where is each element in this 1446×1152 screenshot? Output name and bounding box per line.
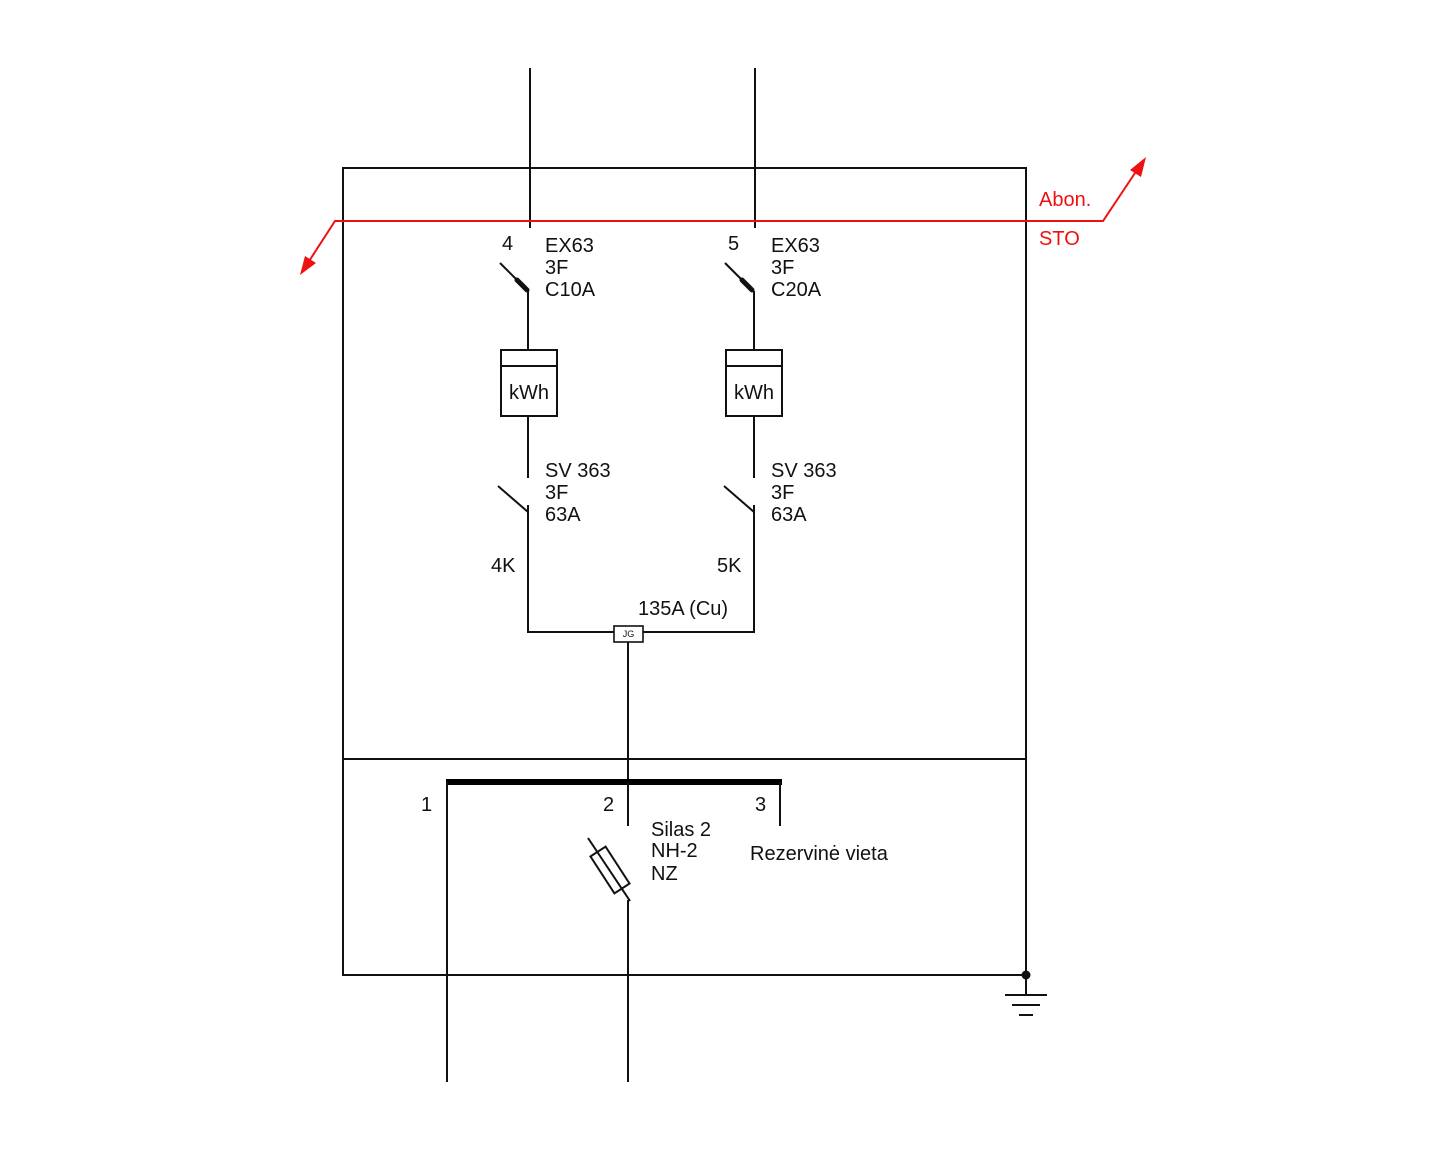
feeder-4-breaker-model: EX63 xyxy=(545,235,594,257)
busbar: 1 2 Silas 2 NH-2 NZ 3 Rezervinė vieta xyxy=(421,779,889,1082)
fuse-code: NZ xyxy=(651,863,678,885)
feeder-5-breaker-model: EX63 xyxy=(771,235,820,257)
output-1-number: 1 xyxy=(421,794,432,816)
junction-rating: 135A (Cu) xyxy=(638,598,728,620)
disconnect-switch-icon xyxy=(497,485,529,520)
feeder-4-breaker-rating: C10A xyxy=(545,279,596,301)
feeder-4-switch-poles: 3F xyxy=(545,482,568,504)
ownership-boundary: Abon. STO xyxy=(300,157,1146,275)
feeder-5-breaker-rating: C20A xyxy=(771,279,822,301)
fuse-icon xyxy=(587,837,631,902)
output-2-number: 2 xyxy=(603,794,614,816)
feeder-4: 4 EX63 3F C10A kWh SV 363 3F 63A 4K xyxy=(491,68,614,633)
feeder-4-wire-to-junction xyxy=(527,520,614,633)
boundary-line xyxy=(301,160,1144,273)
feeder-5-number: 5 xyxy=(728,233,739,255)
feeder-4-switch-rating: 63A xyxy=(545,504,581,526)
feeder-4-switch-model: SV 363 xyxy=(545,460,611,482)
disconnect-switch-icon xyxy=(723,485,755,520)
feeder-4-switch-tag: 4K xyxy=(491,555,516,577)
feeder-5-switch-model: SV 363 xyxy=(771,460,837,482)
feeder-5: 5 EX63 3F C20A kWh SV 363 3F 63A 5K xyxy=(643,68,837,633)
feeder-4-number: 4 xyxy=(502,233,513,255)
junction-symbol-label: JG xyxy=(623,629,635,639)
boundary-arrow-left-icon xyxy=(300,256,316,275)
feeder-4-meter-label: kWh xyxy=(509,382,549,404)
boundary-label-abon: Abon. xyxy=(1039,189,1091,211)
boundary-label-sto: STO xyxy=(1039,228,1080,250)
feeder-5-wire-to-junction xyxy=(643,520,755,633)
earth-ground-icon xyxy=(1005,970,1047,1016)
circuit-breaker-icon xyxy=(499,262,530,293)
output-3-label: Rezervinė vieta xyxy=(750,843,889,865)
enclosure-frame xyxy=(342,167,1027,976)
enclosure xyxy=(342,167,1027,976)
feeder-5-switch-rating: 63A xyxy=(771,504,807,526)
feeder-4-breaker-poles: 3F xyxy=(545,257,568,279)
circuit-breaker-icon xyxy=(724,262,755,293)
feeder-5-breaker-poles: 3F xyxy=(771,257,794,279)
fuse-name: Silas 2 xyxy=(651,819,711,841)
feeder-5-switch-poles: 3F xyxy=(771,482,794,504)
fuse-type: NH-2 xyxy=(651,840,698,862)
output-3-number: 3 xyxy=(755,794,766,816)
junction: 135A (Cu) JG xyxy=(613,598,728,782)
feeder-5-meter-label: kWh xyxy=(734,382,774,404)
feeder-5-switch-tag: 5K xyxy=(717,555,742,577)
boundary-arrow-right-icon xyxy=(1130,157,1146,177)
